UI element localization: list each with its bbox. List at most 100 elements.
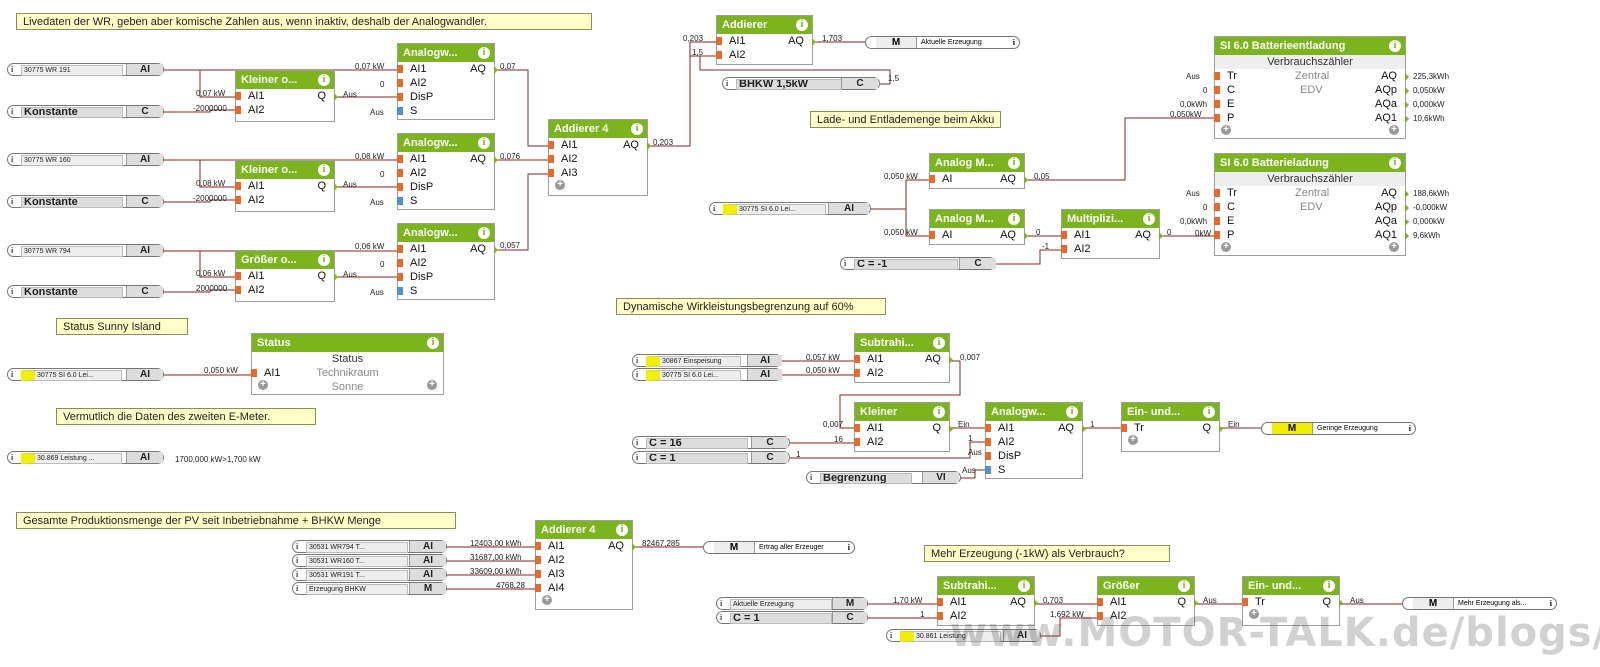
info-icon[interactable]: i: [1389, 157, 1401, 169]
info-icon[interactable]: i: [1018, 580, 1030, 592]
label: 0: [1036, 228, 1041, 237]
label: -2000000: [193, 104, 227, 113]
add-input-icon[interactable]: +: [1128, 435, 1138, 445]
info-icon[interactable]: i: [478, 137, 490, 149]
block-header: Analogw...i: [398, 224, 494, 242]
info-icon: i: [11, 287, 14, 296]
info-icon[interactable]: i: [933, 406, 945, 418]
info-icon[interactable]: i: [1178, 580, 1190, 592]
info-icon[interactable]: i: [616, 524, 628, 536]
info-icon[interactable]: i: [478, 227, 490, 239]
info-icon[interactable]: i: [933, 337, 945, 349]
info-icon[interactable]: i: [427, 337, 439, 349]
info-icon[interactable]: i: [318, 164, 330, 176]
label: 188,6kWh: [1413, 189, 1450, 198]
info-icon[interactable]: i: [478, 47, 490, 59]
label: Ein: [1228, 420, 1240, 429]
info-icon: i: [296, 584, 299, 593]
info-icon: i: [720, 599, 723, 608]
add-input-icon[interactable]: +: [258, 380, 268, 390]
info-icon[interactable]: i: [1008, 213, 1020, 225]
add-input-icon[interactable]: +: [555, 180, 565, 190]
block-header: Multiplizi...i: [1062, 210, 1159, 228]
note-total-production: Gesamte Produktionsmenge der PV seit Inb…: [16, 512, 456, 529]
info-icon[interactable]: i: [1323, 580, 1335, 592]
add-output-icon[interactable]: +: [1389, 242, 1399, 252]
label: 2000000: [196, 284, 228, 293]
add-input-icon[interactable]: +: [1249, 609, 1259, 619]
label: 1,70 kW: [893, 596, 923, 605]
add-output-icon[interactable]: +: [427, 380, 437, 390]
info-icon[interactable]: i: [318, 74, 330, 86]
info-icon[interactable]: i: [1066, 406, 1078, 418]
info-icon[interactable]: i: [1143, 213, 1155, 225]
info-icon[interactable]: i: [1203, 406, 1215, 418]
info-icon[interactable]: i: [631, 123, 643, 135]
label: 0: [1203, 86, 1208, 95]
info-icon[interactable]: i: [1389, 40, 1401, 52]
label: Aus: [962, 466, 976, 475]
info-icon: i: [720, 613, 723, 622]
label: 0,08 kW: [355, 152, 385, 161]
add-input-icon[interactable]: +: [1221, 125, 1231, 135]
label: 0,203: [683, 34, 704, 43]
add-input-icon[interactable]: +: [542, 595, 552, 605]
add-input-icon[interactable]: +: [1221, 242, 1231, 252]
info-icon[interactable]: i: [1008, 157, 1020, 169]
info-icon[interactable]: i: [318, 254, 330, 266]
add-output-icon[interactable]: +: [1389, 125, 1399, 135]
info-icon[interactable]: i: [796, 19, 808, 31]
